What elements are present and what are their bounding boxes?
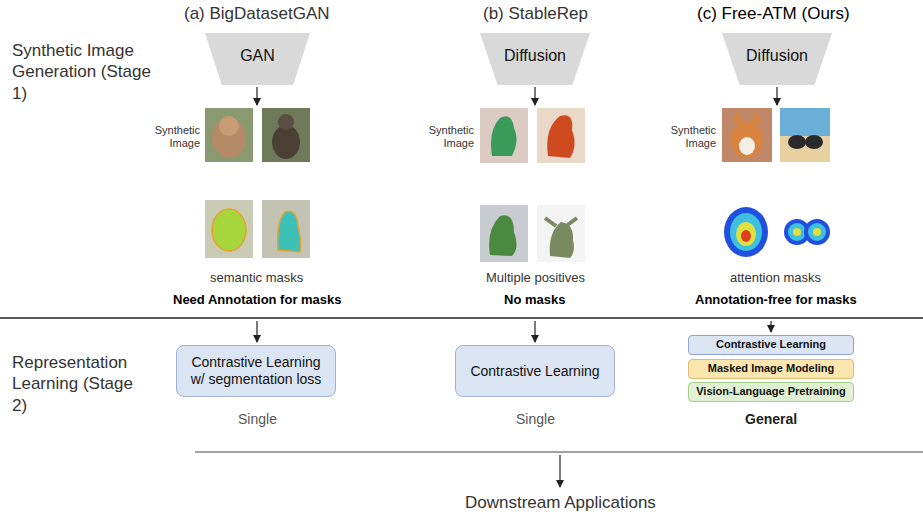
box-text: Diffusion	[504, 46, 566, 65]
image-tag: Synthetic Image	[418, 124, 474, 150]
box-text: Contrastive Learning	[470, 363, 599, 380]
flow-arrow	[534, 321, 535, 342]
stage-divider	[0, 317, 923, 318]
stage-label: Representation Learning (Stage 2)	[12, 352, 142, 416]
generator-block: Diffusion	[480, 33, 590, 85]
flow-arrow	[256, 87, 257, 105]
image-caption: Multiple positives	[486, 270, 585, 286]
flow-arrow	[770, 321, 771, 332]
flow-arrow	[776, 87, 777, 105]
stage-label: Synthetic Image Generation (Stage 1)	[12, 40, 162, 104]
flow-arrow	[534, 87, 535, 105]
mask-note: Need Annotation for masks	[173, 292, 342, 308]
column-title: (a) BigDatasetGAN	[184, 4, 330, 24]
mask-note: No masks	[504, 292, 565, 308]
trapezoid-fill	[722, 33, 832, 85]
image-caption: attention masks	[730, 270, 821, 286]
diffusion-attention	[722, 108, 830, 257]
method-box: Vision-Language Pretraining	[688, 382, 854, 402]
scope-note: Single	[238, 411, 277, 428]
flow-arrow	[559, 455, 560, 487]
flow-arrow	[256, 321, 257, 342]
method-box: Masked Image Modeling	[688, 359, 854, 379]
box-text: Diffusion	[746, 46, 808, 65]
box-text: Contrastive Learning w/ segmentation los…	[183, 354, 329, 388]
bottom-divider	[195, 452, 923, 453]
box-text: Contrastive Learning	[716, 338, 826, 351]
scope-note: General	[745, 411, 797, 428]
trapezoid-fill	[205, 33, 310, 85]
method-box: Contrastive Learning	[688, 335, 854, 355]
mask-note: Annotation-free for masks	[695, 292, 857, 308]
gan-images	[205, 108, 310, 258]
box-text: GAN	[240, 46, 275, 65]
method-box: Contrastive Learning w/ segmentation los…	[176, 345, 336, 397]
column-title: (b) StableRep	[483, 4, 588, 24]
image-caption: semantic masks	[210, 270, 303, 286]
generator-block: GAN	[205, 33, 310, 85]
generator-block: Diffusion	[722, 33, 832, 85]
output-label: Downstream Applications	[465, 493, 656, 513]
scope-note: Single	[516, 411, 555, 428]
box-text: Masked Image Modeling	[708, 362, 835, 375]
diffusion-positives	[480, 108, 585, 262]
box-text: Vision-Language Pretraining	[696, 385, 846, 398]
image-tag: Synthetic Image	[660, 124, 716, 150]
trapezoid-fill	[480, 33, 590, 85]
image-tag: Synthetic Image	[144, 124, 200, 150]
method-box: Contrastive Learning	[455, 345, 615, 397]
column-title: (c) Free-ATM (Ours)	[697, 4, 850, 24]
